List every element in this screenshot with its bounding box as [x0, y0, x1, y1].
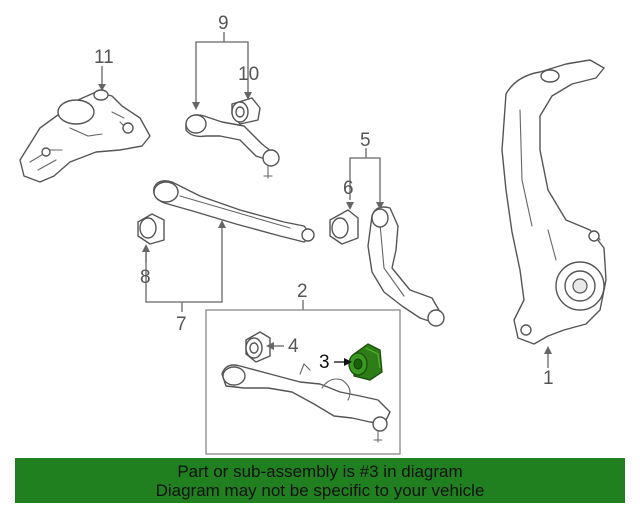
callout-10-label: 10 [238, 64, 259, 85]
part-8-drawing [137, 213, 165, 245]
callout-9-arrow-b [244, 92, 252, 100]
banner-line-2: Diagram may not be specific to your vehi… [155, 480, 485, 500]
callout-9-arrow-a [192, 102, 200, 110]
callout-8-arrow [142, 244, 150, 252]
callout-9-bracket [195, 41, 249, 104]
callout-7-bracket [145, 226, 223, 303]
part-1-drawing [501, 59, 607, 345]
part-10-drawing [231, 97, 261, 125]
part-7-drawing [153, 180, 315, 243]
info-banner: Part or sub-assembly is #3 in diagram Di… [15, 458, 625, 503]
callout-8-label: 8 [140, 267, 151, 288]
callout-11-label: 11 [94, 47, 114, 68]
callout-5-bracket [349, 157, 381, 204]
callout-7-label: 7 [176, 314, 187, 335]
banner-line-1: Part or sub-assembly is #3 in diagram [177, 461, 463, 481]
part-11-drawing [19, 89, 151, 183]
callout-6-label: 6 [343, 178, 354, 199]
callout-1-label: 1 [543, 368, 554, 389]
part-3-highlighted-bushing [348, 343, 383, 381]
callout-5-label: 5 [360, 130, 371, 151]
callout-2-label: 2 [297, 281, 308, 302]
part-2-arm-drawing [221, 363, 391, 443]
part-6-drawing [329, 209, 359, 245]
callout-3-arrow [344, 358, 352, 366]
callout-4-arrow [266, 342, 274, 350]
part-4-drawing [245, 331, 271, 363]
callout-11-arrow [98, 84, 106, 91]
part-9-drawing [185, 114, 280, 179]
part-5-drawing [367, 206, 445, 327]
callout-5-arrow [376, 202, 384, 210]
callout-4-label: 4 [288, 336, 299, 357]
callout-1-arrow [544, 346, 552, 354]
callout-6-arrow [346, 202, 354, 210]
callout-9-label: 9 [218, 13, 229, 34]
callout-3-label: 3 [319, 352, 330, 373]
callout-7-arrow [218, 220, 226, 228]
